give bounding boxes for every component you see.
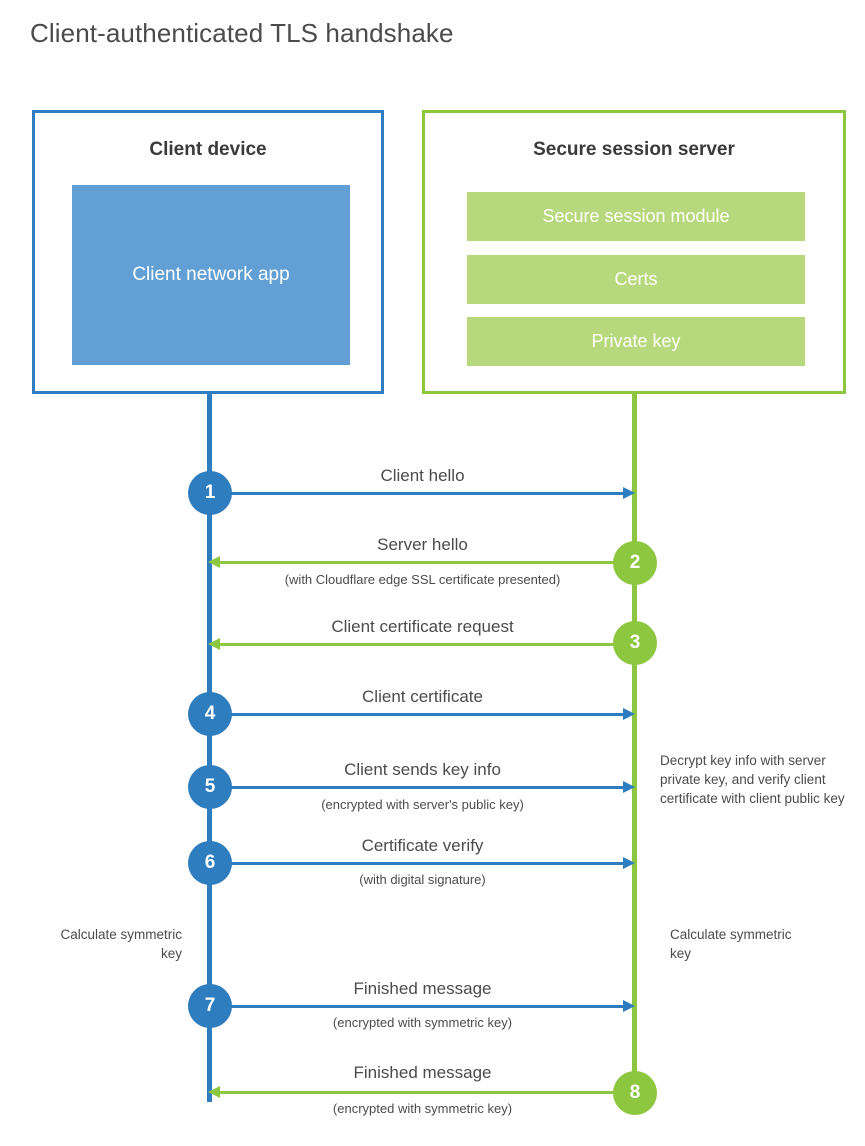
step-3-label: Client certificate request (331, 617, 514, 636)
step-4-circle[interactable]: 4 (188, 692, 232, 736)
arrowhead-right-icon (623, 1000, 635, 1012)
step-8-sublabel: (encrypted with symmetric key) (332, 1101, 513, 1116)
step-8-label: Finished message (353, 1063, 492, 1082)
arrowhead-right-icon (623, 708, 635, 720)
step-5-label: Client sends key info (344, 760, 501, 779)
step-7-circle[interactable]: 7 (188, 984, 232, 1028)
page-title: Client-authenticated TLS handshake (30, 18, 454, 48)
arrowhead-right-icon (623, 487, 635, 499)
step-2-sublabel: (with Cloudflare edge SSL certificate pr… (284, 572, 561, 587)
step-2-label: Server hello (377, 535, 468, 554)
step-6-sublabel: (with digital signature) (359, 872, 486, 887)
arrowhead-right-icon (623, 781, 635, 793)
client-lifeline (207, 393, 212, 1102)
step-3-circle[interactable]: 3 (613, 621, 657, 665)
server-lifeline (632, 393, 637, 1095)
arrowhead-left-icon (208, 556, 220, 568)
step-8-circle[interactable]: 8 (613, 1071, 657, 1115)
step-8-arrow (208, 1086, 633, 1098)
server-component-certs: Certs (467, 255, 805, 304)
arrowhead-left-icon (208, 638, 220, 650)
server-component-private-key: Private key (467, 317, 805, 366)
step-6-arrow (210, 857, 635, 869)
step-2-circle[interactable]: 2 (613, 541, 657, 585)
step-1-label: Client hello (380, 466, 465, 485)
step-1-circle[interactable]: 1 (188, 471, 232, 515)
step-7-arrow (210, 1000, 635, 1012)
step-4-label: Client certificate (362, 687, 483, 706)
server-calculate-symmetric-key-note: Calculate symmetric key (670, 927, 792, 962)
client-calculate-symmetric-key-note: Calculate symmetric key (60, 927, 182, 962)
client-network-app-box: Client network app (72, 185, 350, 365)
step-6-label: Certificate verify (361, 836, 484, 855)
arrowhead-right-icon (623, 857, 635, 869)
server-component-secure-session-module: Secure session module (467, 192, 805, 241)
step-5-circle[interactable]: 5 (188, 765, 232, 809)
client-device-title: Client device (149, 139, 267, 160)
step-3-arrow (208, 638, 633, 650)
step-7-label: Finished message (353, 979, 492, 998)
step-6-circle[interactable]: 6 (188, 841, 232, 885)
step-2-arrow (208, 556, 633, 568)
secure-session-server-title: Secure session server (533, 139, 735, 160)
step-1-arrow (210, 487, 635, 499)
step-5-arrow (210, 781, 635, 793)
arrowhead-left-icon (208, 1086, 220, 1098)
secure-session-server-box: Secure session server Secure session mod… (422, 110, 846, 394)
step-5-sublabel: (encrypted with server's public key) (321, 797, 524, 812)
step-7-sublabel: (encrypted with symmetric key) (332, 1015, 513, 1030)
server-decrypt-note: Decrypt key info with server private key… (660, 753, 845, 807)
step-4-arrow (210, 708, 635, 720)
client-device-box: Client device Client network app (32, 110, 384, 394)
